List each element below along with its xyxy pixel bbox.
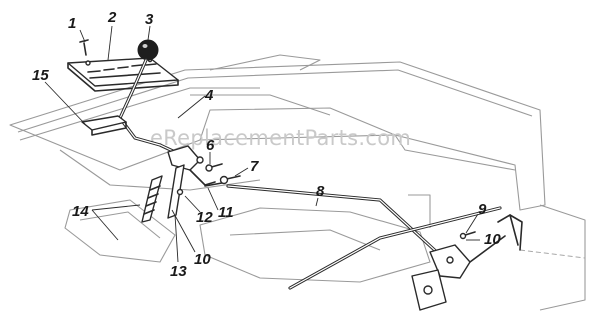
callout-9: 9 [478, 201, 487, 218]
callout-4: 4 [204, 87, 214, 104]
callout-10-left: 10 [194, 251, 211, 268]
callout-8: 8 [316, 183, 325, 200]
callout-3: 3 [145, 11, 154, 28]
callout-7: 7 [250, 158, 259, 175]
watermark: eReplacementParts.com [150, 126, 411, 150]
callout-14: 14 [72, 203, 89, 220]
shift-lever [118, 58, 177, 154]
frame-outline [9, 54, 586, 311]
bolt-parts [205, 163, 241, 185]
callout-15: 15 [32, 67, 49, 84]
callout-labels: 1 2 3 4 6 7 8 9 10 10 11 12 13 14 15 [32, 9, 501, 280]
shift-rod [226, 184, 502, 290]
callout-2: 2 [107, 9, 117, 26]
shift-plate [67, 57, 179, 92]
callout-10-right: 10 [484, 231, 501, 248]
shift-arm-assembly [141, 145, 223, 223]
callout-6: 6 [206, 137, 215, 154]
callout-11: 11 [218, 204, 234, 221]
callout-13: 13 [170, 263, 187, 280]
screw-part [79, 39, 89, 56]
leader-lines [44, 25, 480, 263]
shift-knob [137, 39, 159, 61]
bellcrank-bracket [411, 214, 523, 311]
callout-1: 1 [68, 15, 76, 32]
callout-12: 12 [196, 209, 213, 226]
lever-bracket [81, 115, 127, 136]
